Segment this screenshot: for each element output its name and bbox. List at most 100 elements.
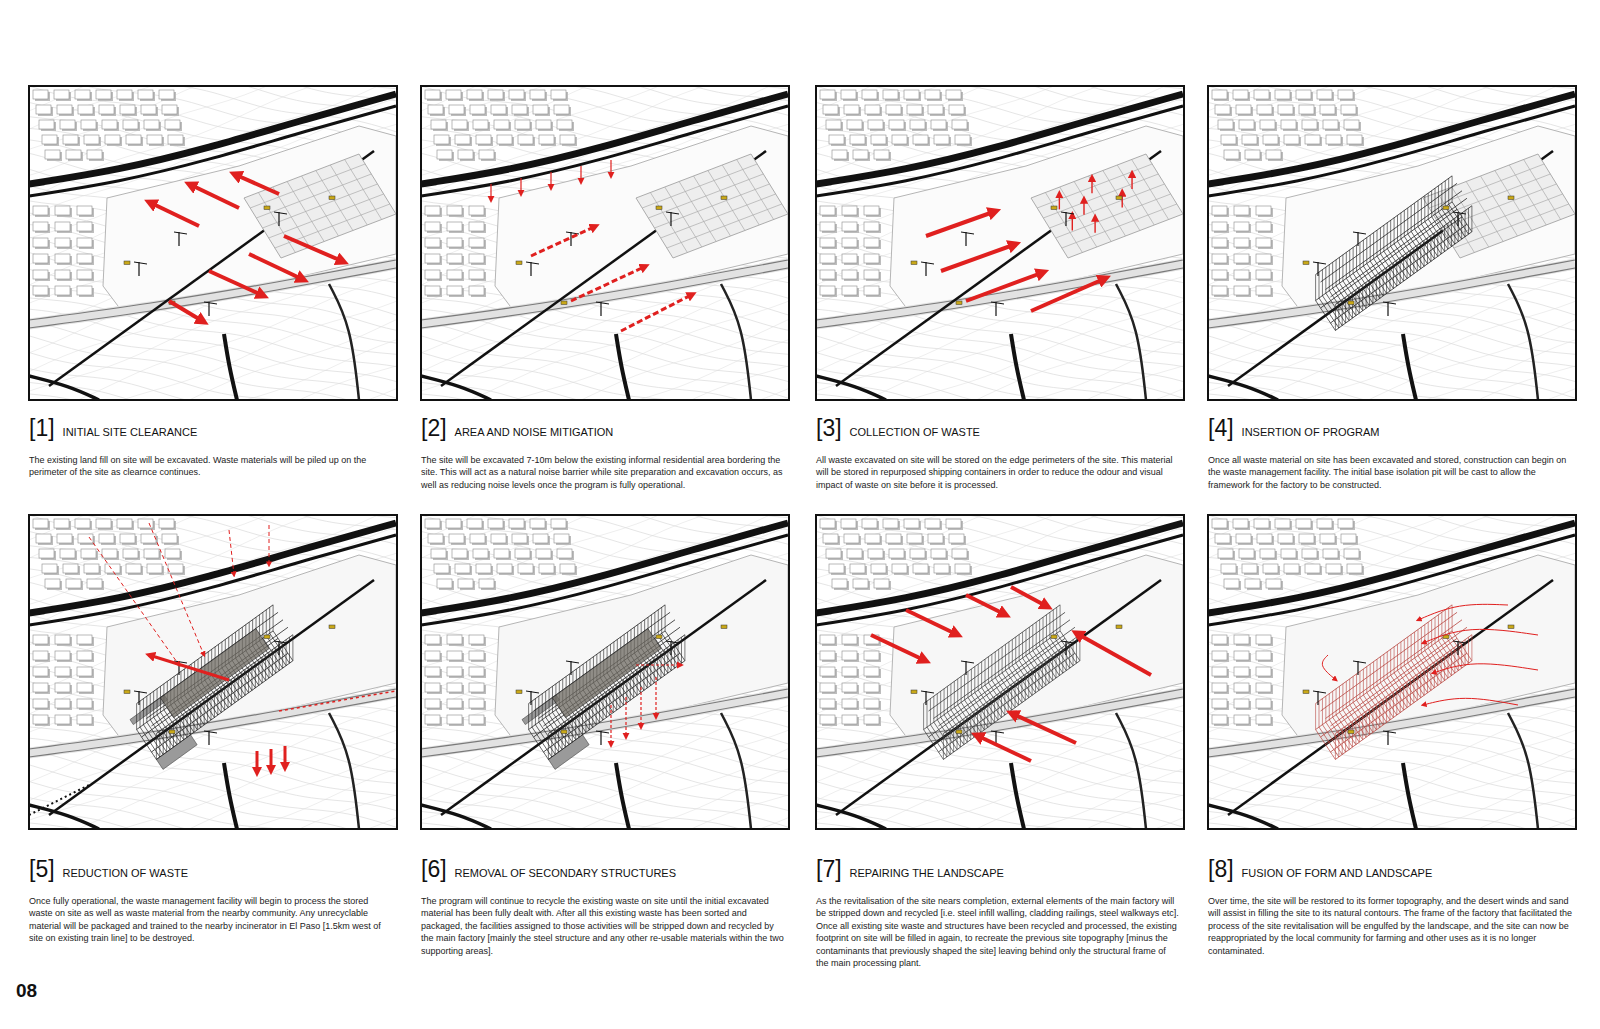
crane-mast [138, 262, 139, 276]
contour-line [29, 336, 397, 400]
house-block [1242, 564, 1257, 573]
contour-line [816, 762, 1184, 829]
house-block [447, 270, 462, 279]
house-block [77, 254, 92, 263]
house-block [33, 222, 48, 231]
frame-beam [924, 631, 1061, 730]
house-block [512, 105, 527, 114]
contour-line [29, 795, 397, 829]
crane-mast [1357, 232, 1358, 246]
flow-arrow [1094, 217, 1095, 233]
site-panel [1198, 345, 1588, 1029]
contour-line [816, 362, 1184, 400]
house-block [1299, 534, 1314, 543]
house-block [832, 150, 847, 159]
factory-roof [160, 629, 269, 718]
house-block [1212, 222, 1227, 231]
flow-arrow [169, 301, 204, 322]
contour-line [421, 515, 789, 532]
container-field [1423, 154, 1575, 258]
house-block [447, 254, 462, 263]
house-block [84, 135, 99, 144]
house-block [1233, 90, 1248, 99]
flow-arrow [1011, 713, 1076, 743]
contour-line [1208, 791, 1576, 829]
house-block [847, 120, 862, 129]
house-block [892, 564, 907, 573]
house-block [1266, 150, 1281, 159]
flow-arrow [189, 184, 239, 208]
house-block [1234, 270, 1249, 279]
frame-column [143, 699, 144, 725]
house-block [886, 105, 901, 114]
contour-line [1208, 366, 1576, 400]
house-block [1263, 564, 1278, 573]
house-block [1215, 534, 1230, 543]
crane-mast [600, 731, 601, 745]
house-block [162, 105, 177, 114]
container-row [1429, 164, 1544, 208]
house-block [1212, 286, 1227, 295]
house-block [77, 270, 92, 279]
house-block [925, 519, 940, 528]
house-block [1239, 120, 1254, 129]
frame-column [528, 704, 529, 730]
house-block [479, 579, 494, 588]
house-block [447, 222, 462, 231]
crane-jib [921, 691, 934, 693]
crane-jib [274, 641, 287, 643]
house-block [497, 135, 512, 144]
flow-arrow [149, 202, 199, 226]
house-block [1302, 549, 1317, 558]
house-block [554, 534, 569, 543]
truck-symbol [956, 301, 962, 305]
house-block [1215, 105, 1230, 114]
contour-line [29, 515, 397, 548]
house-block [77, 715, 92, 724]
house-block [1338, 90, 1353, 99]
house-block [138, 519, 153, 528]
frame-column [923, 704, 924, 730]
house-block [874, 579, 889, 588]
container-row [1050, 184, 1165, 228]
house-block [447, 286, 462, 295]
railway-bed [816, 264, 1183, 324]
container-row [1454, 204, 1569, 248]
contour-line [29, 362, 397, 400]
truck-symbol [1051, 206, 1057, 210]
crane-jib [596, 731, 609, 733]
contour-line [421, 762, 789, 829]
house-block [842, 699, 857, 708]
truck-symbol [656, 635, 662, 639]
frame-member [270, 633, 290, 663]
contour-line [1208, 86, 1576, 119]
road [329, 713, 359, 829]
crane-jib [1061, 212, 1074, 214]
house-block [874, 150, 889, 159]
contour-line [816, 791, 1184, 829]
house-block [1221, 564, 1236, 573]
house-block [910, 120, 925, 129]
crane-mast [925, 691, 926, 705]
truck-symbol [1508, 196, 1514, 200]
house-block [557, 120, 572, 129]
house-block [1234, 254, 1249, 263]
house-block [33, 635, 48, 644]
house-block [823, 105, 838, 114]
frame-member [273, 631, 293, 661]
flow-arrow [284, 236, 344, 262]
house-block [946, 90, 961, 99]
highway [29, 535, 396, 625]
truck-symbol [656, 206, 662, 210]
panel-ground [1208, 515, 1576, 829]
contour-line [421, 86, 789, 103]
container-row [1043, 174, 1158, 218]
house-block [55, 286, 70, 295]
truck-symbol [721, 625, 727, 629]
house-block [557, 549, 572, 558]
house-block [864, 254, 879, 263]
container-grid [1031, 154, 1183, 258]
railway-track [421, 697, 788, 757]
container-row [661, 194, 776, 238]
flow-arrow [520, 178, 521, 194]
